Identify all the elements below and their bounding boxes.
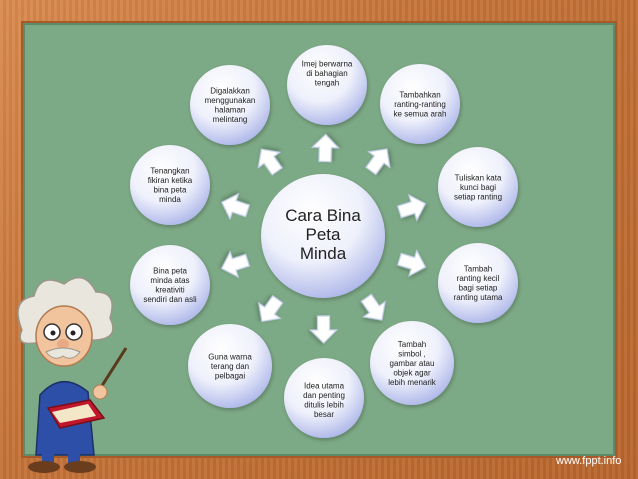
node-label-right-lower-line: ranting utama	[454, 293, 503, 302]
node-label-bottom-line: besar	[314, 410, 334, 419]
node-label-left-lower-line: minda atas	[150, 276, 189, 285]
arrow-icon	[396, 193, 427, 222]
arrow-icon	[310, 133, 340, 163]
node-label-bottom-right-line: Tambah	[398, 340, 426, 349]
center-title-line: Minda	[300, 244, 347, 263]
node-label-top-line: di bahagian	[306, 69, 347, 78]
center-title-line: Cara Bina	[285, 206, 361, 225]
node-label-top-left-line: melintang	[213, 115, 248, 124]
arrow-icon	[309, 315, 339, 344]
node-label-left-lower-line: kreativiti	[155, 286, 185, 295]
pointer-stick-icon	[96, 347, 128, 393]
node-label-bottom-left-line: pelbagai	[215, 371, 245, 380]
node-label-right-upper-line: Tuliskan kata	[455, 173, 502, 182]
node-label-bottom-left-line: terang dan	[211, 362, 249, 371]
arrow-icon	[365, 148, 391, 176]
node-label-bottom-right-line: gambar atau	[390, 359, 435, 368]
node-label-left-upper-line: Tenangkan	[150, 167, 189, 176]
professor-illustration	[17, 276, 128, 473]
node-label-right-upper-line: setiap ranting	[454, 192, 502, 201]
arrow-icon	[220, 250, 251, 279]
node-label-top-left-line: menggunakan	[205, 96, 256, 105]
node-label-left-lower-line: Bina peta	[153, 267, 187, 276]
node-label-right-lower-line: Tambah	[464, 265, 492, 274]
footer-url: www.fppt.info	[556, 455, 622, 467]
node-label-top-right-line: ke semua arah	[394, 109, 447, 118]
arrow-icon	[258, 295, 284, 323]
node-label-bottom-line: ditulis lebih	[304, 401, 344, 410]
arrow-icon	[397, 249, 427, 277]
node-label-bottom-right-line: lebih menarik	[388, 378, 437, 387]
node-label-left-lower-line: sendiri dan asli	[143, 295, 197, 304]
arrow-icon	[257, 148, 283, 176]
center-title-line: Peta	[306, 225, 342, 244]
node-label-bottom-right-line: objek agar	[393, 368, 431, 377]
node-label-top-right-line: ranting-ranting	[394, 100, 446, 109]
node-label-top-left-line: Digalakkan	[210, 87, 250, 96]
node-label-bottom-left-line: Guna warna	[208, 352, 252, 361]
node-label-right-upper-line: kunci bagi	[460, 183, 496, 192]
arrow-icon	[221, 192, 251, 221]
node-label-top-line: tengah	[315, 78, 339, 87]
node-label-right-lower-line: bagi setiap	[459, 284, 498, 293]
node-label-top-left-line: halaman	[215, 106, 246, 115]
arrow-icon	[360, 293, 386, 321]
node-label-right-lower-line: ranting kecil	[457, 274, 500, 283]
node-label-bottom-line: dan penting	[303, 391, 345, 400]
node-label-bottom-line: Idea utama	[304, 382, 345, 391]
node-label-left-upper-line: bina peta	[154, 186, 187, 195]
node-label-top-line: Imej berwarna	[302, 59, 353, 68]
node-label-bottom-right-line: simbol ,	[398, 349, 426, 358]
node-label-top-right-line: Tambahkan	[399, 90, 440, 99]
node-label-left-upper-line: minda	[159, 195, 181, 204]
node-label-left-upper-line: fikiran ketika	[148, 176, 193, 185]
